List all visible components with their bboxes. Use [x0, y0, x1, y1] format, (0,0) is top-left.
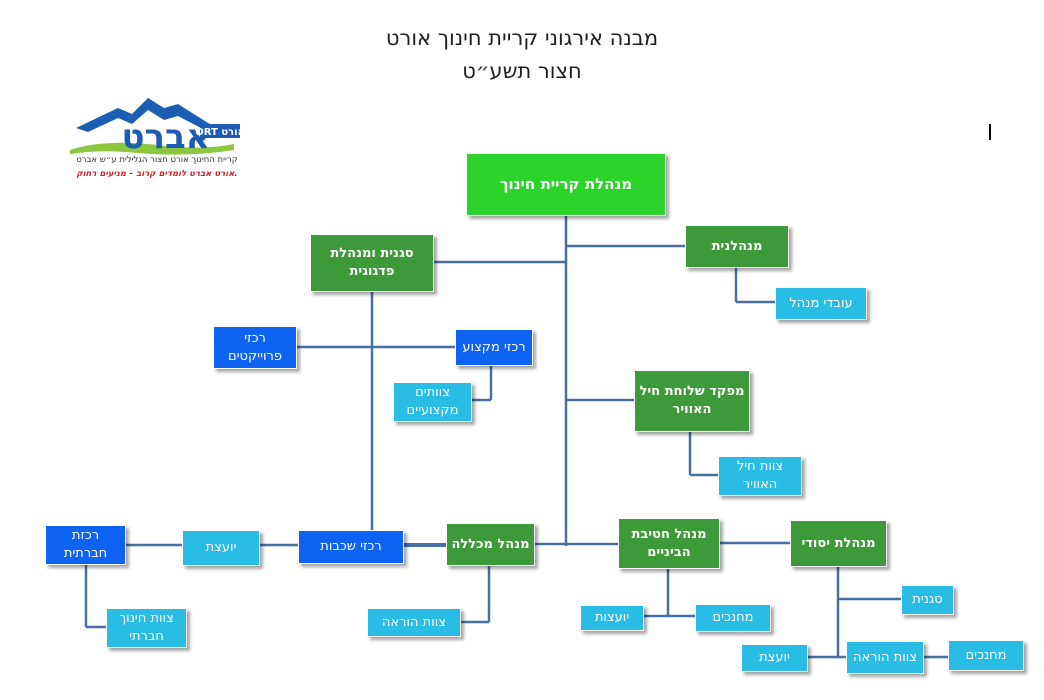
- node-project-coordinators: רכזי פרוייקטים: [213, 326, 297, 369]
- node-social-coordinator: רכזת חברתית: [45, 525, 126, 565]
- node-advisor-elementary: יועצת: [741, 644, 808, 672]
- node-advisor-middle: יועצות: [580, 605, 644, 631]
- logo-tag: ORT אורט: [195, 127, 245, 138]
- node-teaching-staff-elementary: צוות הוראה: [846, 641, 924, 674]
- node-teaching-staff-high: צוות הוראה: [367, 608, 461, 637]
- node-social-education-team: צוות חינוך חברתי: [106, 608, 187, 648]
- logo-subtitle: קריית החינוך אורט חצור הגלילית ע״ש אברט: [76, 155, 238, 165]
- node-high-school-principal: מנהל מכללה: [446, 523, 535, 566]
- logo-slogan: אורט אברט לומדים קרוב – מגיעים רחוק.: [76, 169, 237, 179]
- node-advisor-high: יועצת: [182, 530, 260, 566]
- node-deputy-pedagogic: סגנית ומנהלת פדגוגית: [310, 234, 434, 292]
- node-middle-school-principal: מנהל חטיבת הביניים: [618, 518, 720, 569]
- node-administrator: מנהלנית: [685, 225, 789, 268]
- node-admin-staff: עובדי מנהל: [775, 287, 867, 320]
- node-grade-coordinators: רכזי שכבות: [298, 530, 404, 564]
- node-kirya-management: מנהלת קריית חינוך: [466, 153, 666, 216]
- node-air-force-commander: מפקד שלוחת חיל האוויר: [634, 370, 750, 432]
- node-educators-elementary: מחנכים: [948, 640, 1024, 671]
- chart-title-line2: חצור תשע״ט: [462, 59, 582, 83]
- avrat-logo: אברט ORT אורט קריית החינוך אורט חצור הגל…: [70, 98, 245, 179]
- logo-wordmark: אברט: [121, 117, 210, 157]
- node-educators-middle: מחנכים: [695, 604, 771, 632]
- node-deputy-elementary: סגנית: [901, 585, 954, 615]
- text-cursor: [989, 124, 991, 140]
- node-subject-coordinators: רכזי מקצוע: [455, 329, 533, 366]
- chart-title-line1: מבנה אירגוני קריית חינוך אורט: [385, 26, 659, 50]
- node-professional-teams: צוותים מקצועיים: [393, 382, 472, 422]
- node-air-force-team: צוות חיל האוויר: [718, 456, 802, 496]
- node-elementary-principal: מנהלת יסודי: [790, 520, 887, 567]
